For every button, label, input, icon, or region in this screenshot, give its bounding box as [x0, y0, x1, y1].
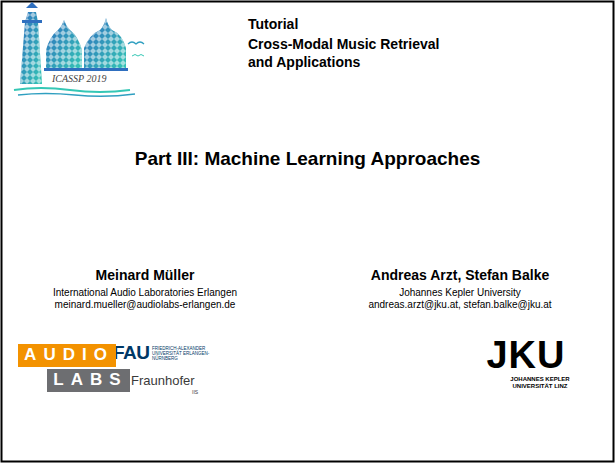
- tutorial-label: Tutorial: [248, 16, 448, 33]
- email: andreas.arzt@jku.at, stefan.balke@jku.at: [320, 299, 600, 311]
- audiolabs-audio-box: AUDIO: [18, 344, 116, 367]
- icassp-logo: [14, 2, 144, 96]
- tutorial-name: Cross-Modal Music Retrieval and Applicat…: [248, 35, 458, 71]
- jku-logo: JKU: [466, 336, 586, 374]
- email: meinard.mueller@audiolabs-erlangen.de: [10, 299, 280, 311]
- affiliation: International Audio Laboratories Erlange…: [10, 287, 280, 299]
- slide-title: Part III: Machine Learning Approaches: [20, 148, 595, 171]
- logo-text: ICASSP 2019: [52, 73, 132, 85]
- jku-subtext: JOHANNES KEPLER UNIVERSITÄT LINZ: [500, 376, 580, 390]
- author-name: Andreas Arzt, Stefan Balke: [320, 267, 600, 284]
- affiliation: Johannes Kepler University: [320, 287, 600, 299]
- fraunhofer-subtext: IIS: [192, 389, 198, 395]
- logo-letters: AUDIO: [20, 345, 114, 365]
- fau-logo: FAU: [113, 342, 150, 365]
- author-name: Meinard Müller: [20, 267, 270, 284]
- fraunhofer-logo: Fraunhofer: [131, 373, 195, 389]
- fau-subtext: FRIEDRICH-ALEXANDER UNIVERSITÄT ERLANGEN…: [152, 346, 214, 362]
- logo-letters: LABS: [49, 370, 127, 390]
- audiolabs-labs-box: LABS: [47, 369, 130, 392]
